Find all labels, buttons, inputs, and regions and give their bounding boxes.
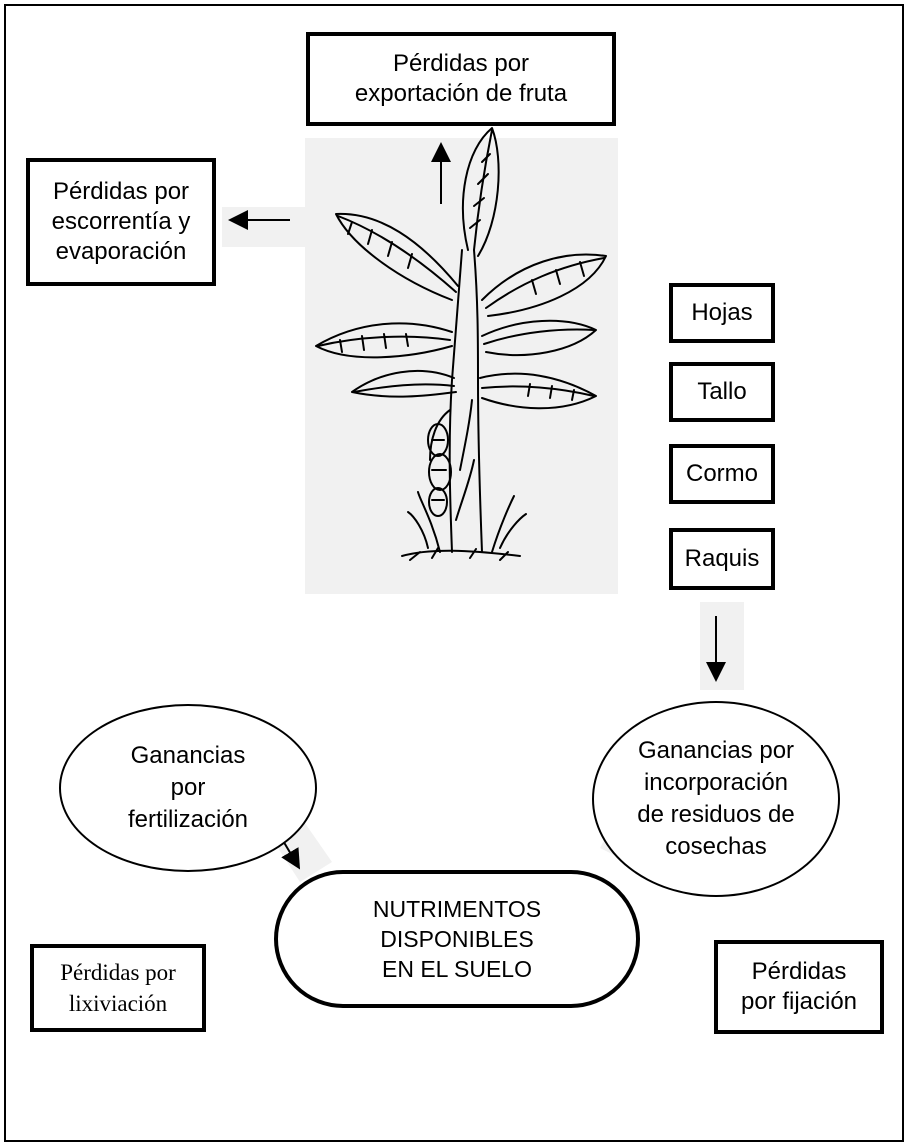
leaching-losses-box: Pérdidas por lixiviación: [30, 944, 206, 1032]
plant-part-leaves-box: Hojas: [669, 283, 775, 343]
plant-part-stem-box: Tallo: [669, 362, 775, 422]
banana-plant-illustration: [315, 127, 607, 561]
fixation-losses-box: Pérdidas por fijación: [714, 940, 884, 1034]
plant-part-stem-label: Tallo: [697, 378, 747, 405]
residue-gains-label: Ganancias por incorporación de residuos …: [637, 737, 795, 860]
plant-part-rachis-label: Raquis: [684, 545, 760, 572]
plant-part-corm-box: Cormo: [669, 444, 775, 504]
fruit-export-losses-label: Pérdidas por exportación de fruta: [354, 50, 568, 107]
plant-part-rachis-box: Raquis: [669, 528, 775, 590]
runoff-losses-box: Pérdidas por escorrentía y evaporación: [26, 158, 216, 286]
available-nutrients-node: NUTRIMENTOS DISPONIBLES EN EL SUELO: [274, 870, 640, 1008]
plant-part-corm-label: Cormo: [685, 460, 758, 487]
leaching-losses-label: Pérdidas por lixiviación: [60, 960, 176, 1016]
fixation-losses-label: Pérdidas por fijación: [740, 958, 858, 1015]
fertilization-gains-label: Ganancias por fertilización: [127, 742, 249, 833]
fruit-export-losses-box: Pérdidas por exportación de fruta: [306, 32, 616, 126]
residue-gains-oval: Ganancias por incorporación de residuos …: [592, 701, 840, 897]
available-nutrients-label: NUTRIMENTOS DISPONIBLES EN EL SUELO: [372, 896, 542, 982]
diagram-frame: [4, 4, 904, 1142]
plant-image-background: [305, 138, 618, 594]
runoff-losses-label: Pérdidas por escorrentía y evaporación: [51, 178, 191, 265]
plant-part-leaves-label: Hojas: [691, 299, 753, 326]
fertilization-gains-oval: Ganancias por fertilización: [59, 704, 317, 872]
